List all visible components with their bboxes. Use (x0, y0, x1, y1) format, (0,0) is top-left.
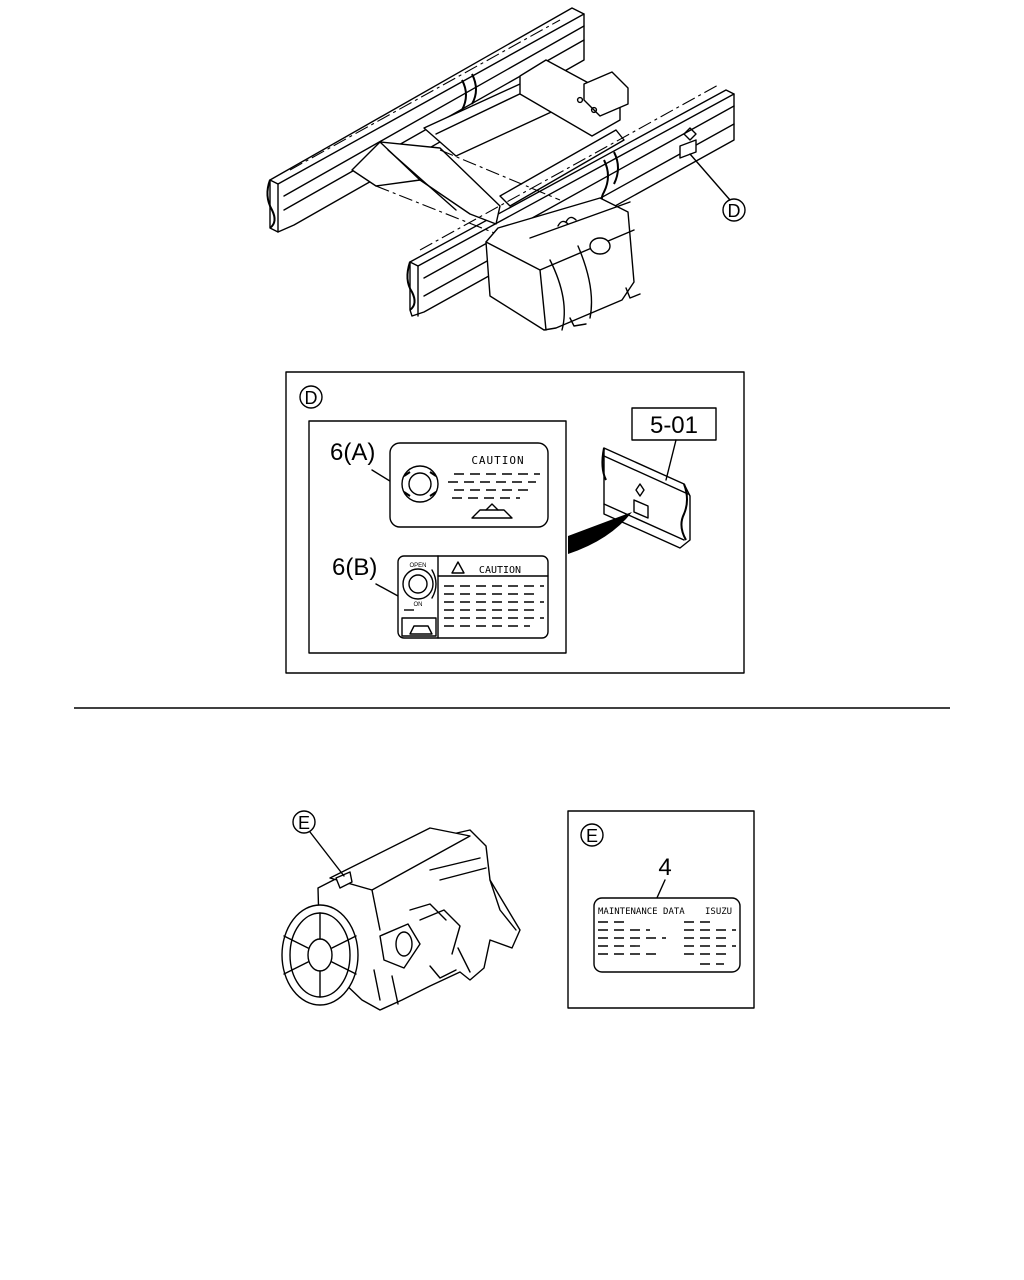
brand-logo: ISUZU (705, 907, 732, 917)
decal-6b-caution: CAUTION (479, 565, 521, 576)
maintenance-title: MAINTENANCE DATA (598, 907, 685, 917)
dial-top-text: OPEN (409, 563, 426, 569)
label-6a: 6(A) (330, 439, 375, 466)
label-6b: 6(B) (332, 554, 377, 581)
callout-d-frame-text: D (728, 201, 741, 221)
detail-e-label: E (586, 826, 598, 846)
dial-bottom-text: ON (414, 602, 423, 608)
chassis-frame-illustration (266, 7, 735, 331)
callout-e-engine: E (292, 810, 345, 877)
detail-d-panel: D 6(A) CAUTION 6(B) OPEN ON CAUTION (285, 371, 745, 674)
callout-e-engine-text: E (298, 813, 310, 833)
warning-triangle-icon (451, 561, 465, 574)
callout-d-frame: D (689, 153, 746, 222)
engine-illustration (281, 827, 521, 1011)
ref-501-box (631, 407, 717, 441)
pointer-wedge (568, 512, 632, 554)
item-4-label: 4 (658, 854, 671, 881)
detail-d-label: D (305, 388, 318, 408)
decal-6a-caution: CAUTION (471, 454, 524, 467)
detail-e-panel: E 4 MAINTENANCE DATA ISUZU (567, 810, 755, 1009)
decal-6a (389, 442, 549, 528)
ref-501: 5-01 (650, 412, 698, 439)
